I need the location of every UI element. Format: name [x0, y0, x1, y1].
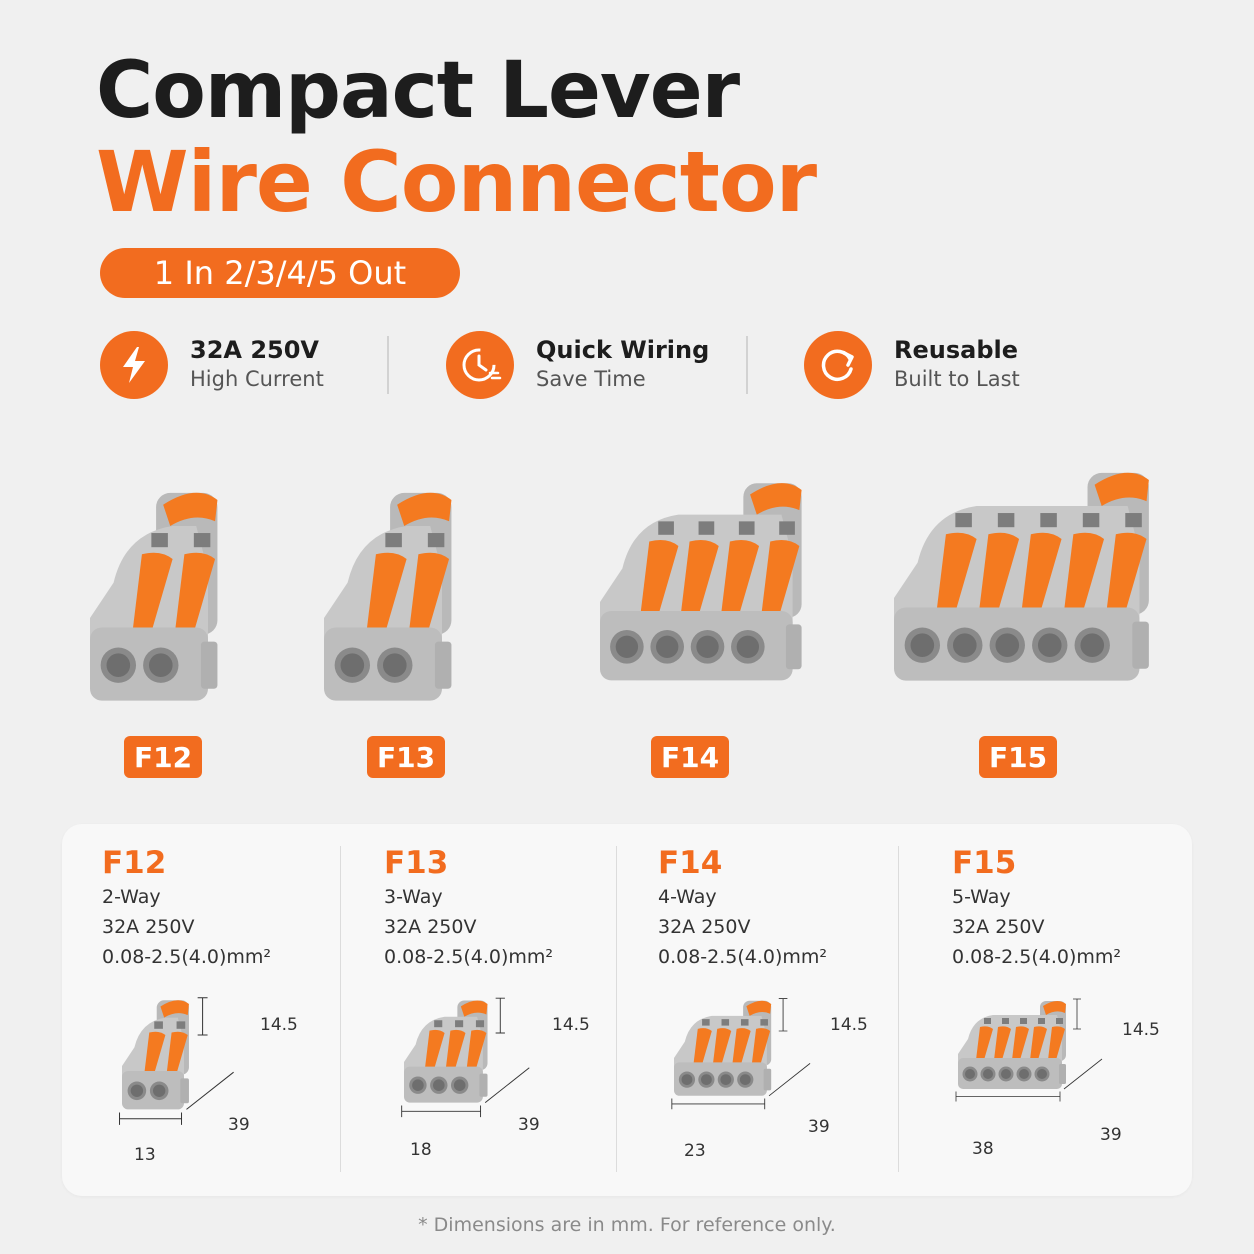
height-dimension: 14.5 — [830, 1015, 868, 1035]
feature-title: Reusable — [894, 336, 1019, 365]
spec-rating: 32A 250V — [952, 915, 1045, 938]
spec-model: F15 — [952, 845, 1017, 881]
product-image-f13 — [324, 492, 452, 701]
spec-ways: 5-Way — [952, 885, 1011, 908]
clock-icon — [446, 331, 514, 399]
spec-wire: 0.08-2.5(4.0)mm² — [384, 945, 554, 968]
spec-divider — [616, 846, 617, 1172]
refresh-icon — [804, 331, 872, 399]
title-line-2: Wire Connector — [96, 133, 817, 231]
spec-rating: 32A 250V — [384, 915, 477, 938]
feature-reusable: Reusable Built to Last — [804, 330, 1020, 400]
feature-subtitle: High Current — [190, 367, 324, 392]
feature-quick-wiring: Quick Wiring Save Time — [446, 330, 709, 400]
model-badge-f14: F14 — [651, 736, 729, 778]
feature-subtitle: Built to Last — [894, 367, 1020, 392]
width-dimension: 18 — [410, 1140, 432, 1160]
depth-dimension: 39 — [228, 1115, 250, 1135]
spec-column-f13: F13 3-Way 32A 250V 0.08-2.5(4.0)mm² — [384, 845, 554, 972]
width-dimension: 23 — [684, 1141, 706, 1161]
spec-ways: 4-Way — [658, 885, 717, 908]
spec-rating: 32A 250V — [658, 915, 751, 938]
dimension-drawing-f15: 14.5 39 38 — [955, 998, 1160, 1159]
tagline-pill: 1 In 2/3/4/5 Out — [100, 248, 460, 298]
spec-divider — [340, 846, 341, 1172]
feature-divider — [746, 336, 748, 394]
spec-column-f12: F12 2-Way 32A 250V 0.08-2.5(4.0)mm² — [102, 845, 272, 972]
height-dimension: 14.5 — [260, 1015, 298, 1035]
width-dimension: 13 — [134, 1145, 156, 1165]
dimension-drawing-f12: 14.5 39 13 — [119, 997, 298, 1165]
product-image-f15 — [894, 472, 1149, 681]
footnote: * Dimensions are in mm. For reference on… — [418, 1214, 836, 1236]
width-dimension: 38 — [972, 1139, 994, 1159]
spec-ways: 3-Way — [384, 885, 443, 908]
title-line-1: Compact Lever — [96, 46, 740, 136]
spec-panel — [62, 824, 1192, 1196]
spec-wire: 0.08-2.5(4.0)mm² — [658, 945, 828, 968]
model-badge-f15: F15 — [979, 736, 1057, 778]
dimension-drawing-f13: 14.5 39 18 — [401, 997, 590, 1160]
spec-model: F13 — [384, 845, 449, 881]
depth-dimension: 39 — [1100, 1125, 1122, 1145]
feature-title: Quick Wiring — [536, 336, 710, 365]
product-image-f12 — [90, 492, 218, 701]
spec-rating: 32A 250V — [102, 915, 195, 938]
model-badge-f12: F12 — [124, 736, 202, 778]
product-image-f14 — [600, 483, 802, 681]
height-dimension: 14.5 — [1122, 1020, 1160, 1040]
spec-column-f14: F14 4-Way 32A 250V 0.08-2.5(4.0)mm² — [658, 845, 828, 972]
spec-wire: 0.08-2.5(4.0)mm² — [952, 945, 1122, 968]
spec-wire: 0.08-2.5(4.0)mm² — [102, 945, 272, 968]
model-badge-f13: F13 — [367, 736, 445, 778]
height-dimension: 14.5 — [552, 1015, 590, 1035]
feature-title: 32A 250V — [190, 336, 319, 365]
depth-dimension: 39 — [518, 1115, 540, 1135]
spec-model: F12 — [102, 845, 167, 881]
feature-subtitle: Save Time — [536, 367, 646, 392]
feature-current: 32A 250V High Current — [100, 330, 324, 400]
spec-divider — [898, 846, 899, 1172]
depth-dimension: 39 — [808, 1117, 830, 1137]
lightning-icon — [100, 331, 168, 399]
dimension-drawing-f14: 14.5 39 23 — [671, 998, 868, 1161]
spec-model: F14 — [658, 845, 723, 881]
feature-divider — [387, 336, 389, 394]
spec-column-f15: F15 5-Way 32A 250V 0.08-2.5(4.0)mm² — [952, 845, 1122, 972]
spec-ways: 2-Way — [102, 885, 161, 908]
